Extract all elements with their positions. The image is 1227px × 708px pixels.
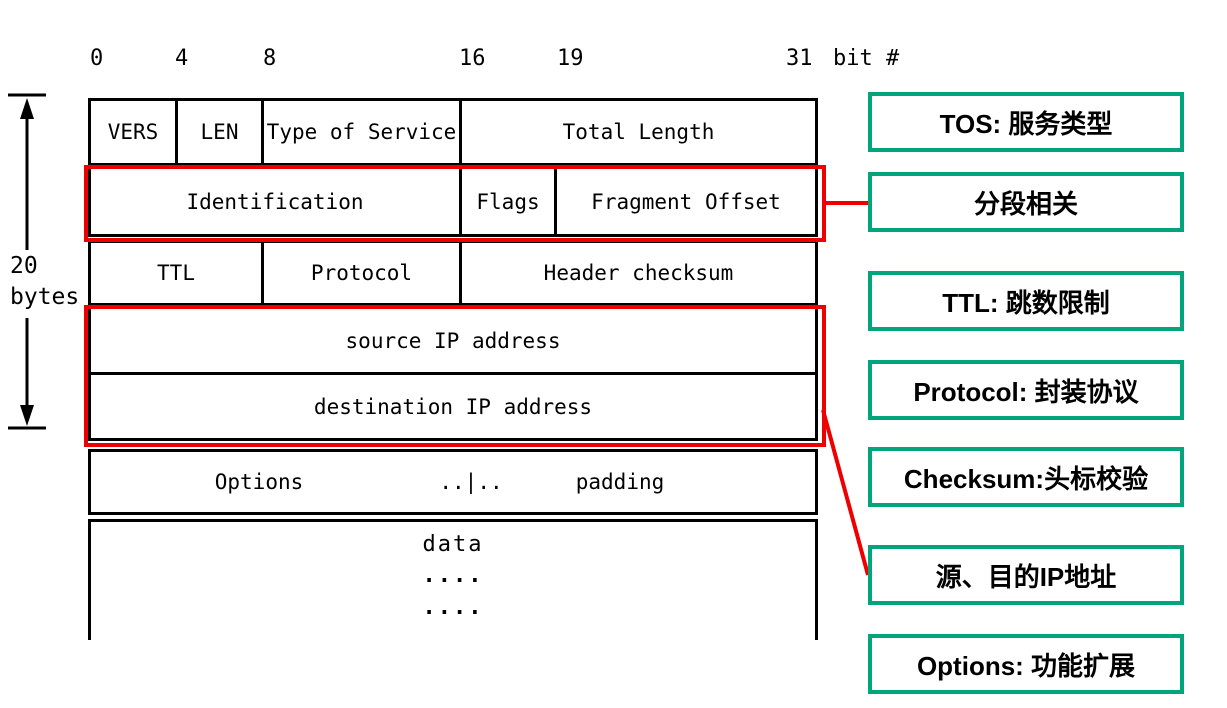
annotation-ttl-label: TTL: 跳数限制 xyxy=(942,287,1110,318)
field-header-checksum: Header checksum xyxy=(459,243,815,303)
field-flags: Flags xyxy=(459,169,554,234)
annotation-checksum: Checksum:头标校验 xyxy=(868,447,1184,507)
annotation-fragmentation: 分段相关 xyxy=(868,172,1184,232)
field-vers: VERS xyxy=(107,120,159,144)
options-separator: ..|.. xyxy=(439,470,503,494)
header-row-6: Options ..|.. padding xyxy=(88,449,818,515)
annotation-tos: TOS: 服务类型 xyxy=(868,92,1184,152)
connector-address-line xyxy=(821,409,870,576)
bit-label-31: 31 xyxy=(786,46,813,71)
field-destination-ip: destination IP address xyxy=(313,394,593,419)
field-total-length: Total Length xyxy=(459,101,815,163)
field-len: LEN xyxy=(175,101,261,163)
bytes-bracket-label: 20 bytes xyxy=(8,250,82,314)
data-ellipsis-1: .... xyxy=(422,563,484,588)
field-padding: padding xyxy=(575,470,665,494)
annotation-fragmentation-label: 分段相关 xyxy=(973,188,1078,219)
field-ttl: TTL xyxy=(157,261,195,285)
bit-label-4: 4 xyxy=(175,46,189,71)
data-ellipsis-2: .... xyxy=(422,595,484,620)
bit-label-8: 8 xyxy=(263,46,277,71)
arrow-up-icon xyxy=(20,98,34,119)
header-row-2: Identification Flags Fragment Offset xyxy=(88,169,818,237)
annotation-addresses-label: 源、目的IP地址 xyxy=(935,561,1117,592)
field-identification: Identification xyxy=(186,189,364,214)
field-protocol: Protocol xyxy=(261,243,459,303)
bytes-unit: bytes xyxy=(10,284,80,310)
header-row-3: TTL Protocol Header checksum xyxy=(88,240,818,306)
annotation-checksum-label: Checksum:头标校验 xyxy=(903,463,1149,494)
bit-label-19: 19 xyxy=(557,46,584,71)
bit-axis-title: bit # xyxy=(833,46,900,71)
bit-label-16: 16 xyxy=(459,46,486,71)
bytes-value: 20 xyxy=(10,253,38,279)
field-options: Options xyxy=(214,470,304,494)
header-row-4: source IP address xyxy=(88,309,818,375)
annotation-options: Options: 功能扩展 xyxy=(868,634,1184,694)
data-label: data xyxy=(422,532,484,557)
annotation-options-label: Options: 功能扩展 xyxy=(916,650,1136,681)
annotation-protocol: Protocol: 封装协议 xyxy=(868,360,1184,420)
header-row-5: destination IP address xyxy=(88,375,818,441)
field-type-of-service: Type of Service xyxy=(261,101,459,163)
arrow-down-icon xyxy=(20,405,34,426)
annotation-ttl: TTL: 跳数限制 xyxy=(868,271,1184,331)
bit-label-0: 0 xyxy=(90,46,104,71)
field-source-ip: source IP address xyxy=(345,328,561,353)
annotation-addresses: 源、目的IP地址 xyxy=(868,545,1184,605)
annotation-protocol-label: Protocol: 封装协议 xyxy=(913,376,1139,407)
annotation-tos-label: TOS: 服务类型 xyxy=(939,108,1113,139)
data-section: data .... .... xyxy=(88,519,818,640)
field-fragment-offset: Fragment Offset xyxy=(554,169,815,234)
header-row-1: VERS LEN Type of Service Total Length xyxy=(88,98,818,166)
